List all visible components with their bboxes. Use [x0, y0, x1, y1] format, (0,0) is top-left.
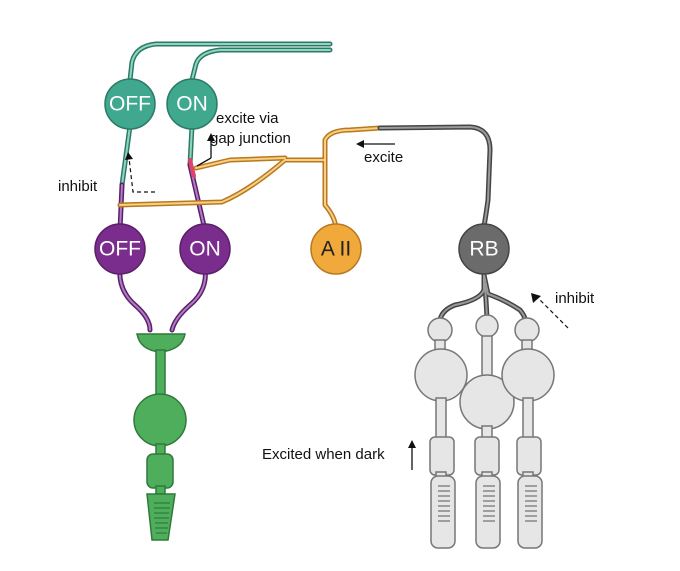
- gap-junction-highlight: [188, 158, 196, 178]
- ganglion-dendrites: [119, 123, 195, 188]
- rod-photoreceptor-middle: [459, 314, 515, 549]
- inhibit-right-arrow: [537, 297, 569, 329]
- cone-bipolar-dendrites: [117, 265, 208, 333]
- excited-when-dark-label: Excited when dark: [262, 446, 385, 463]
- inhibit-right-label: inhibit: [555, 290, 595, 307]
- inhibit-left-arrow: [128, 157, 155, 193]
- inhibit-arrows: [128, 157, 569, 329]
- amacrine-aii-cell: A II: [310, 223, 362, 275]
- cone-bipolar-on-label: ON: [189, 238, 221, 261]
- inhibit-left-label: inhibit: [58, 178, 98, 195]
- rod-bipolar-cell: RB: [458, 223, 510, 275]
- excite-via-label-line2: gap junction: [210, 130, 291, 147]
- cone-bipolar-off-label: OFF: [99, 238, 141, 261]
- rod-photoreceptor-right: [501, 317, 555, 549]
- ganglion-on-cell: ON: [166, 78, 218, 130]
- amacrine-aii-label: A II: [321, 238, 351, 261]
- ganglion-on-label: ON: [176, 93, 208, 116]
- excite-label: excite: [364, 149, 403, 166]
- rod-bipolar-axon: [377, 124, 493, 229]
- ganglion-off-cell: OFF: [104, 78, 156, 130]
- rod-photoreceptor-left: [414, 317, 468, 549]
- arrows: [196, 133, 416, 470]
- cone-bipolar-on-cell: ON: [179, 223, 231, 275]
- rod-bipolar-label: RB: [469, 238, 498, 261]
- cone-photoreceptor: [133, 333, 187, 541]
- cone-disk-lines: [154, 502, 170, 534]
- cone-bipolar-off-cell: OFF: [94, 223, 146, 275]
- ganglion-off-label: OFF: [109, 93, 151, 116]
- rod-disk-lines: [438, 485, 537, 522]
- excite-via-label-line1: excite via: [216, 110, 279, 127]
